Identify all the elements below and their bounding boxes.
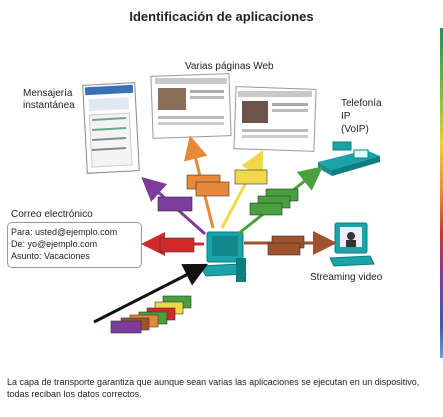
email-message-box: Para: usted@ejemplo.com De: yo@ejemplo.c… bbox=[7, 222, 142, 268]
right-accent-bar bbox=[440, 28, 443, 358]
email-subject: Asunto: Vacaciones bbox=[11, 251, 90, 261]
label-streaming: Streaming video bbox=[310, 272, 383, 283]
ip-phone-icon bbox=[318, 141, 380, 176]
caption: La capa de transporte garantiza que aunq… bbox=[7, 377, 420, 399]
segment-email bbox=[159, 237, 195, 253]
segment-voip bbox=[249, 202, 283, 216]
segment-web1 bbox=[195, 181, 230, 197]
segment-streaming bbox=[267, 242, 301, 256]
label-email: Correo electrónico bbox=[11, 209, 93, 220]
label-web: Varias páginas Web bbox=[185, 61, 274, 72]
email-from: De: yo@ejemplo.com bbox=[11, 239, 98, 249]
segment-im bbox=[157, 196, 193, 212]
video-monitor-icon bbox=[329, 222, 375, 267]
diagram-title: Identificación de aplicaciones bbox=[129, 9, 314, 24]
computer-icon bbox=[199, 231, 247, 282]
web-page-icon bbox=[150, 73, 232, 139]
arrow-web2 bbox=[220, 150, 264, 229]
im-window-icon bbox=[82, 82, 140, 174]
segment-incoming bbox=[110, 320, 142, 334]
arrow-incoming bbox=[93, 263, 209, 324]
segment-web2 bbox=[234, 169, 268, 185]
web-page-icon bbox=[233, 86, 317, 152]
email-to: Para: usted@ejemplo.com bbox=[11, 227, 118, 237]
